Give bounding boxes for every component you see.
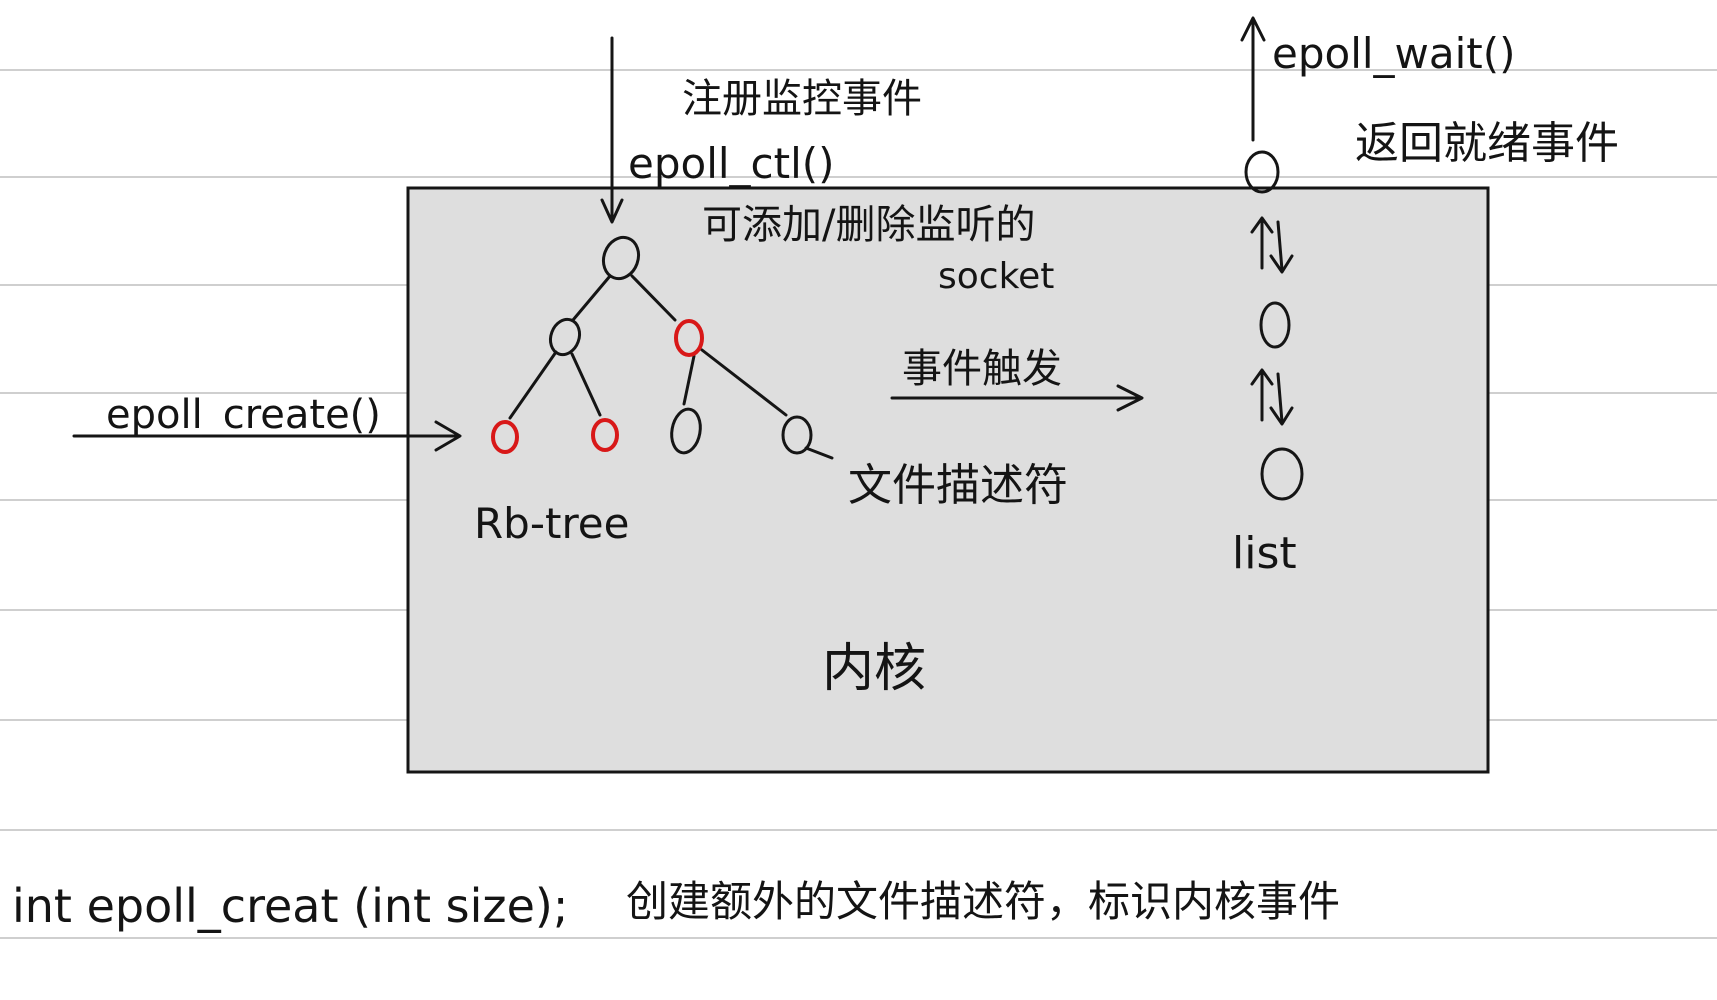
tree-node-right-red (674, 319, 704, 357)
arrow-epoll-create (72, 420, 462, 452)
add-remove-socket-label: 可添加/删除监听的 (702, 202, 1035, 248)
list-node-2 (1259, 301, 1291, 349)
bidirectional-arrow (1250, 216, 1294, 274)
tree-edge (682, 354, 696, 406)
return-ready-events-label: 返回就绪事件 (1355, 118, 1619, 169)
tree-node-root (601, 235, 641, 281)
tree-edge (630, 274, 677, 322)
epoll-create-description: 创建额外的文件描述符，标识内核事件 (626, 877, 1340, 926)
rb-tree-nodes (491, 235, 834, 460)
bidirectional-arrow (1250, 368, 1294, 426)
register-events-label: 注册监控事件 (682, 76, 922, 122)
event-triggered-label: 事件触发 (902, 346, 1062, 392)
tree-edge (570, 352, 602, 417)
tree-node-left-left-red (491, 420, 519, 454)
tree-edge (700, 348, 788, 417)
epoll-wait-label: epoll_wait() (1272, 29, 1516, 78)
epoll-ctl-label: epoll_ctl() (628, 139, 835, 188)
rb-tree-label: Rb-tree (474, 499, 630, 548)
tree-node-left (548, 317, 582, 357)
tree-node-left-right-red (591, 418, 619, 452)
kernel-box (406, 186, 1490, 774)
socket-label: socket (938, 256, 1054, 297)
list-label: list (1232, 528, 1297, 579)
kernel-label: 内核 (822, 639, 926, 699)
tree-edge (508, 350, 558, 420)
epoll-create-label: epoll_create() (106, 392, 381, 438)
tree-node-right-left (670, 407, 702, 455)
tree-edge (571, 274, 612, 322)
arrow-epoll-ctl (600, 36, 624, 224)
ready-list (1244, 150, 1304, 501)
list-node-1 (1244, 150, 1280, 194)
arrow-epoll-wait (1240, 16, 1266, 142)
node-tail (804, 446, 834, 460)
epoll-create-signature: int epoll_creat (int size); (12, 879, 568, 933)
arrow-event-triggered (890, 384, 1144, 412)
tree-node-right-right (781, 415, 813, 455)
file-descriptor-label: 文件描述符 (848, 460, 1068, 511)
rb-tree-edges (508, 274, 788, 420)
list-node-3 (1260, 447, 1304, 501)
